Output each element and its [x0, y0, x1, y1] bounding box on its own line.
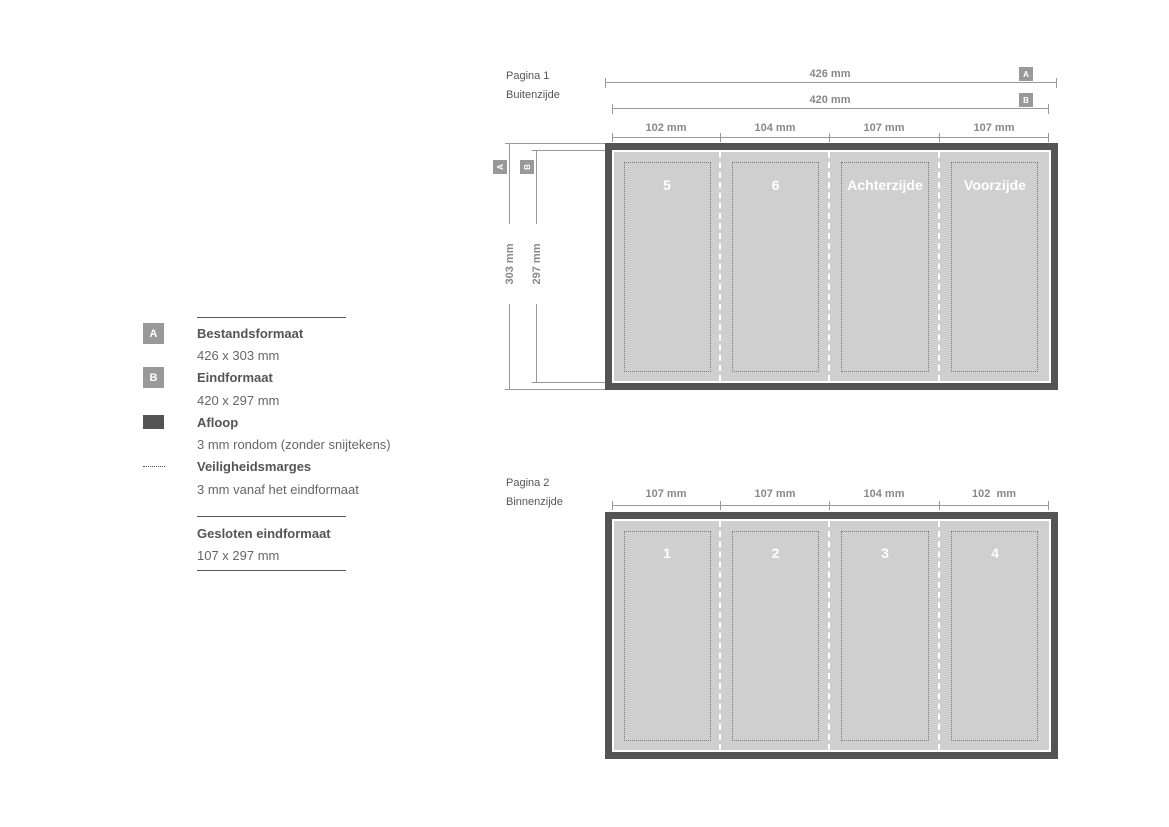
page2-trim: [612, 519, 1051, 752]
page2-panel-width-4: 102 mm: [971, 488, 1017, 500]
legend-title-file-format: Bestandsformaat: [197, 326, 304, 341]
page1-panel-label-3: Achterzijde: [847, 177, 923, 193]
legend-value-file-format: 426 x 303 mm: [197, 348, 280, 363]
page1-badge-a: A: [1019, 67, 1033, 81]
badge-b: B: [143, 367, 164, 388]
page2-fold-2: [828, 521, 830, 750]
bleed-swatch-icon: [143, 415, 164, 429]
page1-width-a: 426 mm: [780, 68, 880, 80]
page1-fold-2: [828, 152, 830, 381]
page1-panel-label-1: 5: [663, 177, 671, 193]
page1-panel-width-4: 107 mm: [973, 122, 1015, 134]
page2-panel-label-3: 3: [881, 545, 889, 561]
page1-panel-width-1: 102 mm: [645, 122, 687, 134]
legend-title-closed-format: Gesloten eindformaat: [197, 526, 331, 541]
page1-label-side: Buitenzijde: [506, 89, 560, 101]
page1-height-b: 297 mm: [531, 224, 543, 304]
page2-panel-width-1: 107 mm: [645, 488, 687, 500]
legend-value-closed-format: 107 x 297 mm: [197, 548, 280, 563]
legend-value-final-format: 420 x 297 mm: [197, 393, 280, 408]
legend-title-final-format: Eindformaat: [197, 370, 273, 385]
legend-bottom-rule: [197, 570, 346, 571]
page2-panel-label-2: 2: [771, 545, 780, 561]
page2-panel-label-1: 1: [663, 545, 671, 561]
legend-top-rule: [197, 317, 346, 318]
page1-badge-b: B: [1019, 93, 1033, 107]
page1-safe-area-4: [951, 162, 1038, 372]
safety-margin-dots-icon: [143, 466, 165, 467]
legend-title-safety-margins: Veiligheidsmarges: [197, 459, 312, 474]
page1-panel-label-2: 6: [771, 177, 780, 193]
page1-panel-label-4: Voorzijde: [964, 177, 1026, 193]
page2-panel-width-2: 107 mm: [754, 488, 796, 500]
page1-panel-width-3: 107 mm: [863, 122, 905, 134]
page1-trim: [612, 150, 1051, 383]
page1-safe-area-3: [841, 162, 929, 372]
legend-title-bleed: Afloop: [197, 415, 239, 430]
page1-safe-area-2: [732, 162, 819, 372]
page1-height-a: 303 mm: [504, 224, 516, 304]
page2-safe-area-1: [624, 531, 711, 741]
page2-safe-area-2: [732, 531, 819, 741]
page1-width-b: 420 mm: [780, 94, 880, 106]
legend-value-bleed: 3 mm rondom (zonder snijtekens): [197, 437, 391, 452]
page2-fold-3: [938, 521, 940, 750]
page2-fold-1: [719, 521, 721, 750]
legend-value-safety-margins: 3 mm vanaf het eindformaat: [197, 482, 359, 497]
page1-safe-area-1: [624, 162, 711, 372]
page1-label-number: Pagina 1: [506, 70, 550, 82]
legend-mid-rule: [197, 516, 346, 517]
page1-panel-width-2: 104 mm: [754, 122, 796, 134]
page2-safe-area-3: [841, 531, 929, 741]
page1-vbadge-b: B: [520, 160, 534, 174]
page2-safe-area-4: [951, 531, 1038, 741]
page1-vbadge-a: A: [493, 160, 507, 174]
page1-fold-3: [938, 152, 940, 381]
page2-label-number: Pagina 2: [506, 477, 550, 489]
page1-fold-1: [719, 152, 721, 381]
page2-panel-width-3: 104 mm: [863, 488, 905, 500]
page2-panel-label-4: 4: [991, 545, 999, 561]
badge-a: A: [143, 323, 164, 344]
page2-label-side: Binnenzijde: [506, 496, 563, 508]
